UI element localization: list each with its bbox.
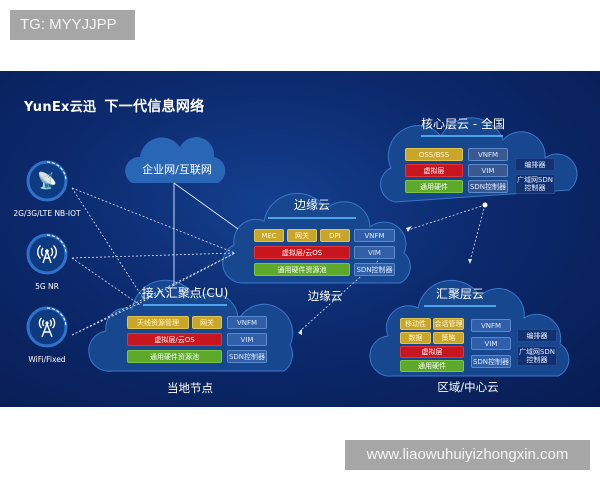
title-underline bbox=[424, 305, 496, 307]
access-cloud-title: 接入汇聚点(CU) bbox=[141, 286, 229, 300]
title-underline bbox=[268, 217, 356, 219]
watermark-top: TG: MYYJJPP bbox=[10, 10, 135, 40]
core-cloud-title: 核心层云 - 全国 bbox=[421, 117, 505, 131]
vnfm-block: VNFM bbox=[354, 229, 395, 242]
orchestrator-block: 编排器 bbox=[517, 329, 557, 342]
vim-block: VIM bbox=[471, 337, 511, 350]
access-node-label: WiFi/Fixed bbox=[28, 355, 66, 364]
oss-bss-block: OSS/BSS bbox=[405, 148, 463, 161]
virtualization-block: 虚拟层 bbox=[400, 346, 464, 358]
virtualization-block: 虚拟层/云OS bbox=[127, 333, 222, 346]
policy-block: 策略 bbox=[433, 332, 464, 344]
sdn-controller-block: SDN控制器 bbox=[468, 180, 508, 193]
hardware-pool-block: 通用硬件资源池 bbox=[127, 350, 222, 363]
hardware-block: 通用硬件 bbox=[400, 360, 464, 372]
virtualization-block: 虚拟层 bbox=[405, 164, 463, 177]
vnfm-block: VNFM bbox=[227, 316, 267, 329]
vim-block: VIM bbox=[468, 164, 508, 177]
radio-tower-icon bbox=[35, 242, 59, 266]
access-node-label: 5G NR bbox=[35, 282, 59, 291]
gateway-block: 网关 bbox=[192, 316, 222, 329]
vnfm-block: VNFM bbox=[468, 148, 508, 161]
enterprise-cloud-label: 企业网/互联网 bbox=[142, 163, 212, 176]
virtualization-block: 虚拟层/云OS bbox=[254, 246, 350, 259]
wan-sdn-controller-block: 广域网SDN控制器 bbox=[517, 346, 557, 366]
vnfm-block: VNFM bbox=[471, 319, 511, 332]
title-underline bbox=[421, 135, 503, 137]
session-mgmt-block: 会话管理 bbox=[433, 318, 464, 330]
diagram-panel: YunEx云迅下一代信息网络 📡 2G/3G/LTE NB-IOT 5G NR … bbox=[0, 71, 600, 407]
aggregation-cloud-caption: 区域/中心云 bbox=[437, 380, 499, 394]
vim-block: VIM bbox=[354, 246, 395, 259]
page-title: 下一代信息网络 bbox=[104, 99, 205, 115]
hardware-pool-block: 通用硬件资源池 bbox=[254, 263, 350, 276]
header: YunEx云迅下一代信息网络 bbox=[24, 96, 204, 116]
sdn-controller-block: SDN控制器 bbox=[227, 350, 267, 363]
access-node-label: 2G/3G/LTE NB-IOT bbox=[13, 209, 81, 218]
mobility-block: 移动性 bbox=[400, 318, 431, 330]
enterprise-cloud-shape bbox=[125, 137, 226, 183]
mec-block: MEC bbox=[254, 229, 284, 242]
sdn-controller-block: SDN控制器 bbox=[471, 355, 511, 368]
data-block: 数据 bbox=[400, 332, 431, 344]
vim-block: VIM bbox=[227, 333, 267, 346]
dpi-block: DPI bbox=[320, 229, 350, 242]
hardware-block: 通用硬件 bbox=[405, 180, 463, 193]
watermark-bottom: www.liaowuhuiyizhongxin.com bbox=[345, 440, 590, 470]
edge-cloud-title: 边缘云 bbox=[293, 198, 330, 212]
antenna-mgmt-block: 天线资源管理 bbox=[127, 316, 189, 329]
edge-cloud-caption: 边缘云 bbox=[307, 289, 343, 303]
wan-sdn-controller-block: 广域网SDN控制器 bbox=[515, 174, 555, 194]
title-underline bbox=[143, 304, 227, 306]
orchestrator-block: 编排器 bbox=[515, 158, 555, 171]
aggregation-cloud-title: 汇聚层云 bbox=[435, 287, 484, 301]
access-cloud-shape bbox=[88, 279, 294, 372]
brand-logo: YunEx云迅 bbox=[24, 100, 97, 115]
wifi-tower-icon bbox=[35, 315, 59, 339]
sdn-controller-block: SDN控制器 bbox=[354, 263, 395, 276]
satellite-dish-icon: 📡 bbox=[37, 171, 57, 190]
access-cloud-caption: 当地节点 bbox=[167, 381, 213, 395]
gateway-block: 网关 bbox=[287, 229, 317, 242]
